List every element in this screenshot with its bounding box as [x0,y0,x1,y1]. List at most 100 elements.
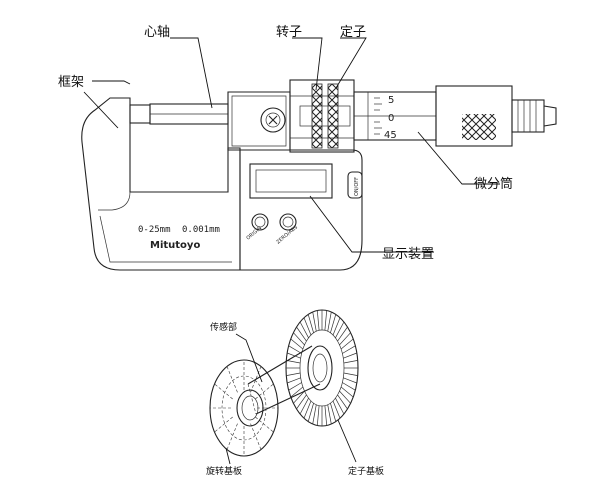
zero-label: ZERO/ABS [275,224,298,245]
stator-tooth [330,403,337,422]
rotor-sector [214,383,233,400]
frame-inner-edge [98,191,131,211]
scale-mark-45: 45 [384,130,397,141]
leader-rotating-plate [225,447,231,465]
rotor-plate-bore-inner [241,395,259,421]
stator-tooth [343,352,357,359]
stator-plate-bore-inner [312,353,328,383]
origin-button-inner [254,216,266,228]
label-stator: 定子 [340,25,366,40]
stator-tooth [293,332,305,346]
rotor-sector [255,383,274,400]
leader-frame-tip [83,91,119,129]
stator-tooth [339,332,351,346]
stator-tooth [324,405,328,426]
onoff-button [347,171,363,199]
stator-tooth [296,394,307,410]
stator-tooth [290,338,304,350]
rotor-sector [226,366,238,393]
stator-tooth [324,310,328,331]
stator-tooth [299,397,309,415]
rotor-plate-sectors [210,360,278,456]
leader-stator [335,37,367,89]
stator-tooth [296,326,307,342]
resolution-text: 0.001mm [182,225,220,235]
stator-tooth [316,405,320,426]
stator-tooth [316,310,320,331]
onoff-label: ON/OFF [354,177,360,196]
rotor-plate-ring [221,375,267,441]
sleeve-core [299,105,351,127]
thimble-knurl [462,114,496,140]
zero-button-inner [282,216,294,228]
stator-tooth [286,372,301,376]
sensor-shaft [247,345,321,415]
scale-mark-0: 0 [388,113,394,124]
rotor-sector [250,423,262,450]
label-rotor: 转子 [276,25,302,40]
stator-tooth [287,352,301,359]
label-frame: 框架 [58,75,84,90]
stator-tooth [290,386,304,398]
ratchet-grooves [517,100,537,132]
stator-tooth [337,394,348,410]
sensor-leaders [225,333,357,465]
stator-tooth [343,360,358,364]
ratchet [511,99,545,133]
label-display: 显示装置 [382,247,434,262]
rotor-sector [214,416,233,433]
leader-rotor [292,37,323,91]
lcd-inner [255,169,327,193]
stator-disc [327,83,339,149]
stator-tooth [307,403,314,422]
rotor-sector [226,423,238,450]
stator-tooth [332,400,341,419]
stator-tooth [299,321,309,339]
range-text: 0-25mm [138,225,171,235]
leader-spindle [170,37,213,109]
stator-tooth [343,377,357,384]
lock-screw [260,107,286,133]
stator-tooth [312,311,317,332]
label-thimble: 微分筒 [474,176,513,192]
lock-screw-inner [265,112,281,128]
sensor-assembly [209,309,359,457]
frame-lower-edge [99,215,232,263]
stator-tooth [286,360,301,364]
rotor-disc [311,83,323,149]
stator-plate-bore [307,345,333,391]
anvil [129,104,151,124]
stator-tooth [303,400,312,419]
label-fixed-plate: 定子基板 [348,465,384,477]
rotor-plate-bore [236,389,264,427]
lock-screw-cross-icon [268,115,278,125]
stator-plate-teeth [286,310,358,426]
stator-tooth [332,317,341,336]
zero-button [279,213,297,231]
display-housing [239,149,363,271]
label-sensor: 传感部 [210,321,237,333]
head-housing [227,91,291,151]
leader-frame [92,80,131,85]
stator-tooth [330,314,337,333]
frame-body [81,97,241,271]
origin-button [251,213,269,231]
lcd-window [249,163,333,199]
head-housing-inner [231,95,287,147]
micrometer-leaders [83,37,500,253]
stator-tooth [303,317,312,336]
leader-display [309,195,434,253]
leader-fixed-plate [337,419,357,463]
stator-tooth [287,377,301,384]
stator-tooth [340,386,354,398]
stator-tooth [288,345,302,354]
stator-tooth [342,382,356,391]
stator-tooth [342,345,356,354]
stator-tooth [339,390,351,404]
brand-text: Mitutoyo [150,240,200,251]
ratchet-cap [543,105,557,127]
stator-tooth [337,326,348,342]
label-rotating-plate: 旋转基板 [206,465,242,477]
